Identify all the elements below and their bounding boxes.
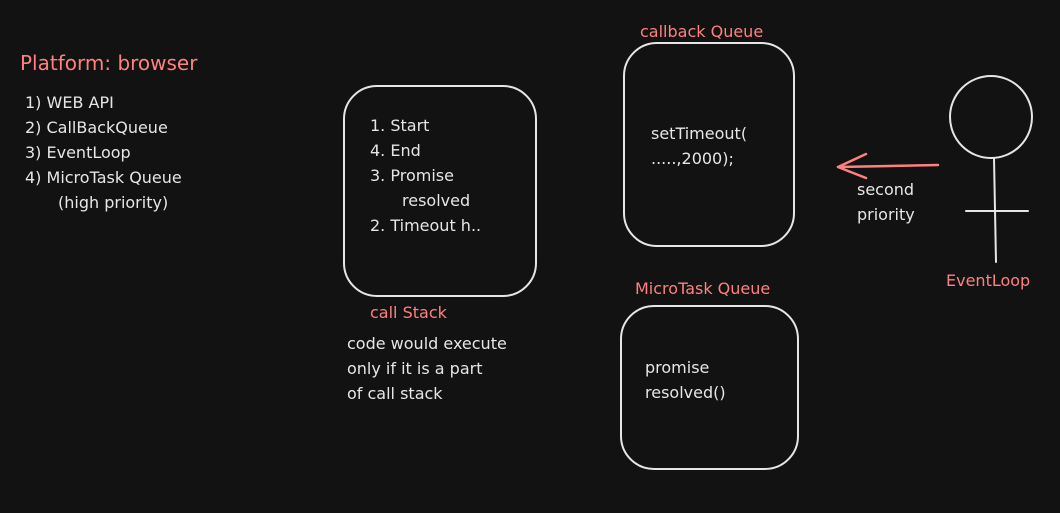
microtask-queue-line-2: resolved() xyxy=(645,383,726,402)
call-stack-note-line-3: of call stack xyxy=(347,384,443,403)
arrow-note-line-2: priority xyxy=(857,205,915,224)
call-stack-note-line-2: only if it is a part xyxy=(347,359,483,378)
event-loop-label: EventLoop xyxy=(946,271,1031,290)
platform-item-web-api: 1) WEB API xyxy=(25,93,114,112)
platform-item-callback-queue: 2) CallBackQueue xyxy=(25,118,168,137)
platform-item-priority-note: (high priority) xyxy=(58,193,169,212)
arrow-note-line-1: second xyxy=(857,180,915,199)
call-stack-line-end: 4. End xyxy=(370,141,421,160)
microtask-queue-box xyxy=(620,305,799,470)
platform-item-event-loop: 3) EventLoop xyxy=(25,143,131,162)
event-loop-figure xyxy=(949,75,1033,263)
event-loop-head-circle xyxy=(949,75,1033,159)
call-stack-line-promise: 3. Promise xyxy=(370,166,454,185)
callback-queue-line-1: setTimeout( xyxy=(651,124,748,143)
call-stack-label: call Stack xyxy=(370,303,447,322)
callback-queue-box xyxy=(623,42,795,247)
microtask-queue-label: MicroTask Queue xyxy=(635,279,771,298)
callback-queue-line-2: .....,2000); xyxy=(651,149,734,168)
platform-title: Platform: browser xyxy=(20,51,198,75)
microtask-queue-line-1: promise xyxy=(645,358,710,377)
call-stack-line-resolved: resolved xyxy=(402,191,471,210)
call-stack-line-start: 1. Start xyxy=(370,116,430,135)
platform-item-microtask-queue: 4) MicroTask Queue xyxy=(25,168,182,187)
second-priority-arrow xyxy=(836,152,940,180)
call-stack-note-line-1: code would execute xyxy=(347,334,507,353)
call-stack-line-timeout: 2. Timeout h.. xyxy=(370,216,482,235)
callback-queue-label: callback Queue xyxy=(640,22,764,41)
call-stack-box xyxy=(343,85,537,297)
arrow-shaft xyxy=(836,163,940,169)
arrow-head xyxy=(836,152,868,180)
